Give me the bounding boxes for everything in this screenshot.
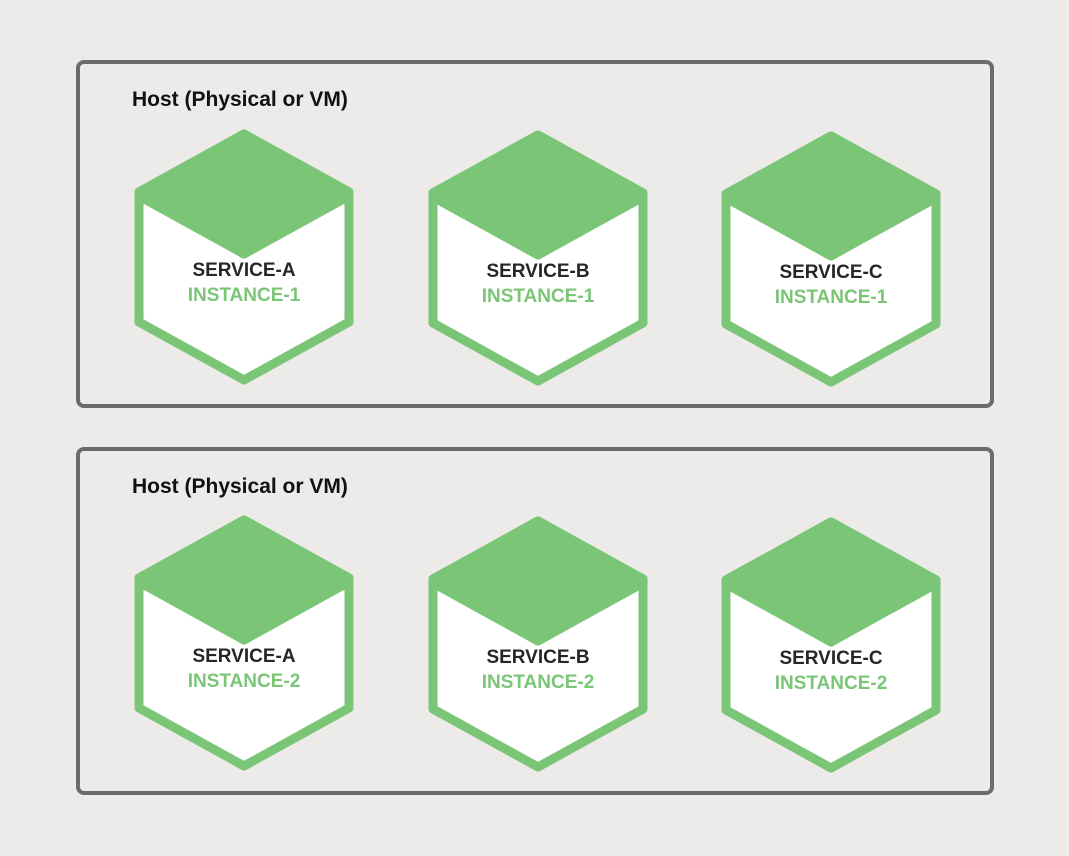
service-name: SERVICE-C: [779, 262, 883, 283]
service-name: SERVICE-B: [486, 261, 590, 282]
instance-name: INSTANCE-2: [774, 673, 888, 694]
host-label: Host (Physical or VM): [132, 88, 348, 111]
service-c-instance-2-node: SERVICE-C INSTANCE-2: [718, 517, 944, 773]
hexagon-cube-icon: [134, 515, 354, 771]
host-box-1: Host (Physical or VM): [76, 60, 994, 408]
instance-name: INSTANCE-2: [481, 672, 595, 693]
instance-name: INSTANCE-2: [187, 671, 301, 692]
service-c-instance-1-node: SERVICE-C INSTANCE-1: [718, 131, 944, 387]
instance-name: INSTANCE-1: [187, 285, 301, 306]
service-name: SERVICE-B: [486, 647, 590, 668]
service-b-instance-1-node: SERVICE-B INSTANCE-1: [425, 130, 651, 386]
hexagon-cube-icon: [428, 516, 648, 772]
service-a-instance-1-node: SERVICE-A INSTANCE-1: [131, 129, 357, 385]
hexagon-cube-icon: [721, 131, 941, 387]
service-name: SERVICE-A: [192, 646, 296, 667]
service-name: SERVICE-A: [192, 260, 296, 281]
hexagon-cube-icon: [721, 517, 941, 773]
instance-name: INSTANCE-1: [774, 287, 888, 308]
instance-name: INSTANCE-1: [481, 286, 595, 307]
service-name: SERVICE-C: [779, 648, 883, 669]
host-label: Host (Physical or VM): [132, 475, 348, 498]
hexagon-cube-icon: [428, 130, 648, 386]
hexagon-cube-icon: [134, 129, 354, 385]
service-b-instance-2-node: SERVICE-B INSTANCE-2: [425, 516, 651, 772]
service-a-instance-2-node: SERVICE-A INSTANCE-2: [131, 515, 357, 771]
host-box-2: Host (Physical or VM): [76, 447, 994, 795]
